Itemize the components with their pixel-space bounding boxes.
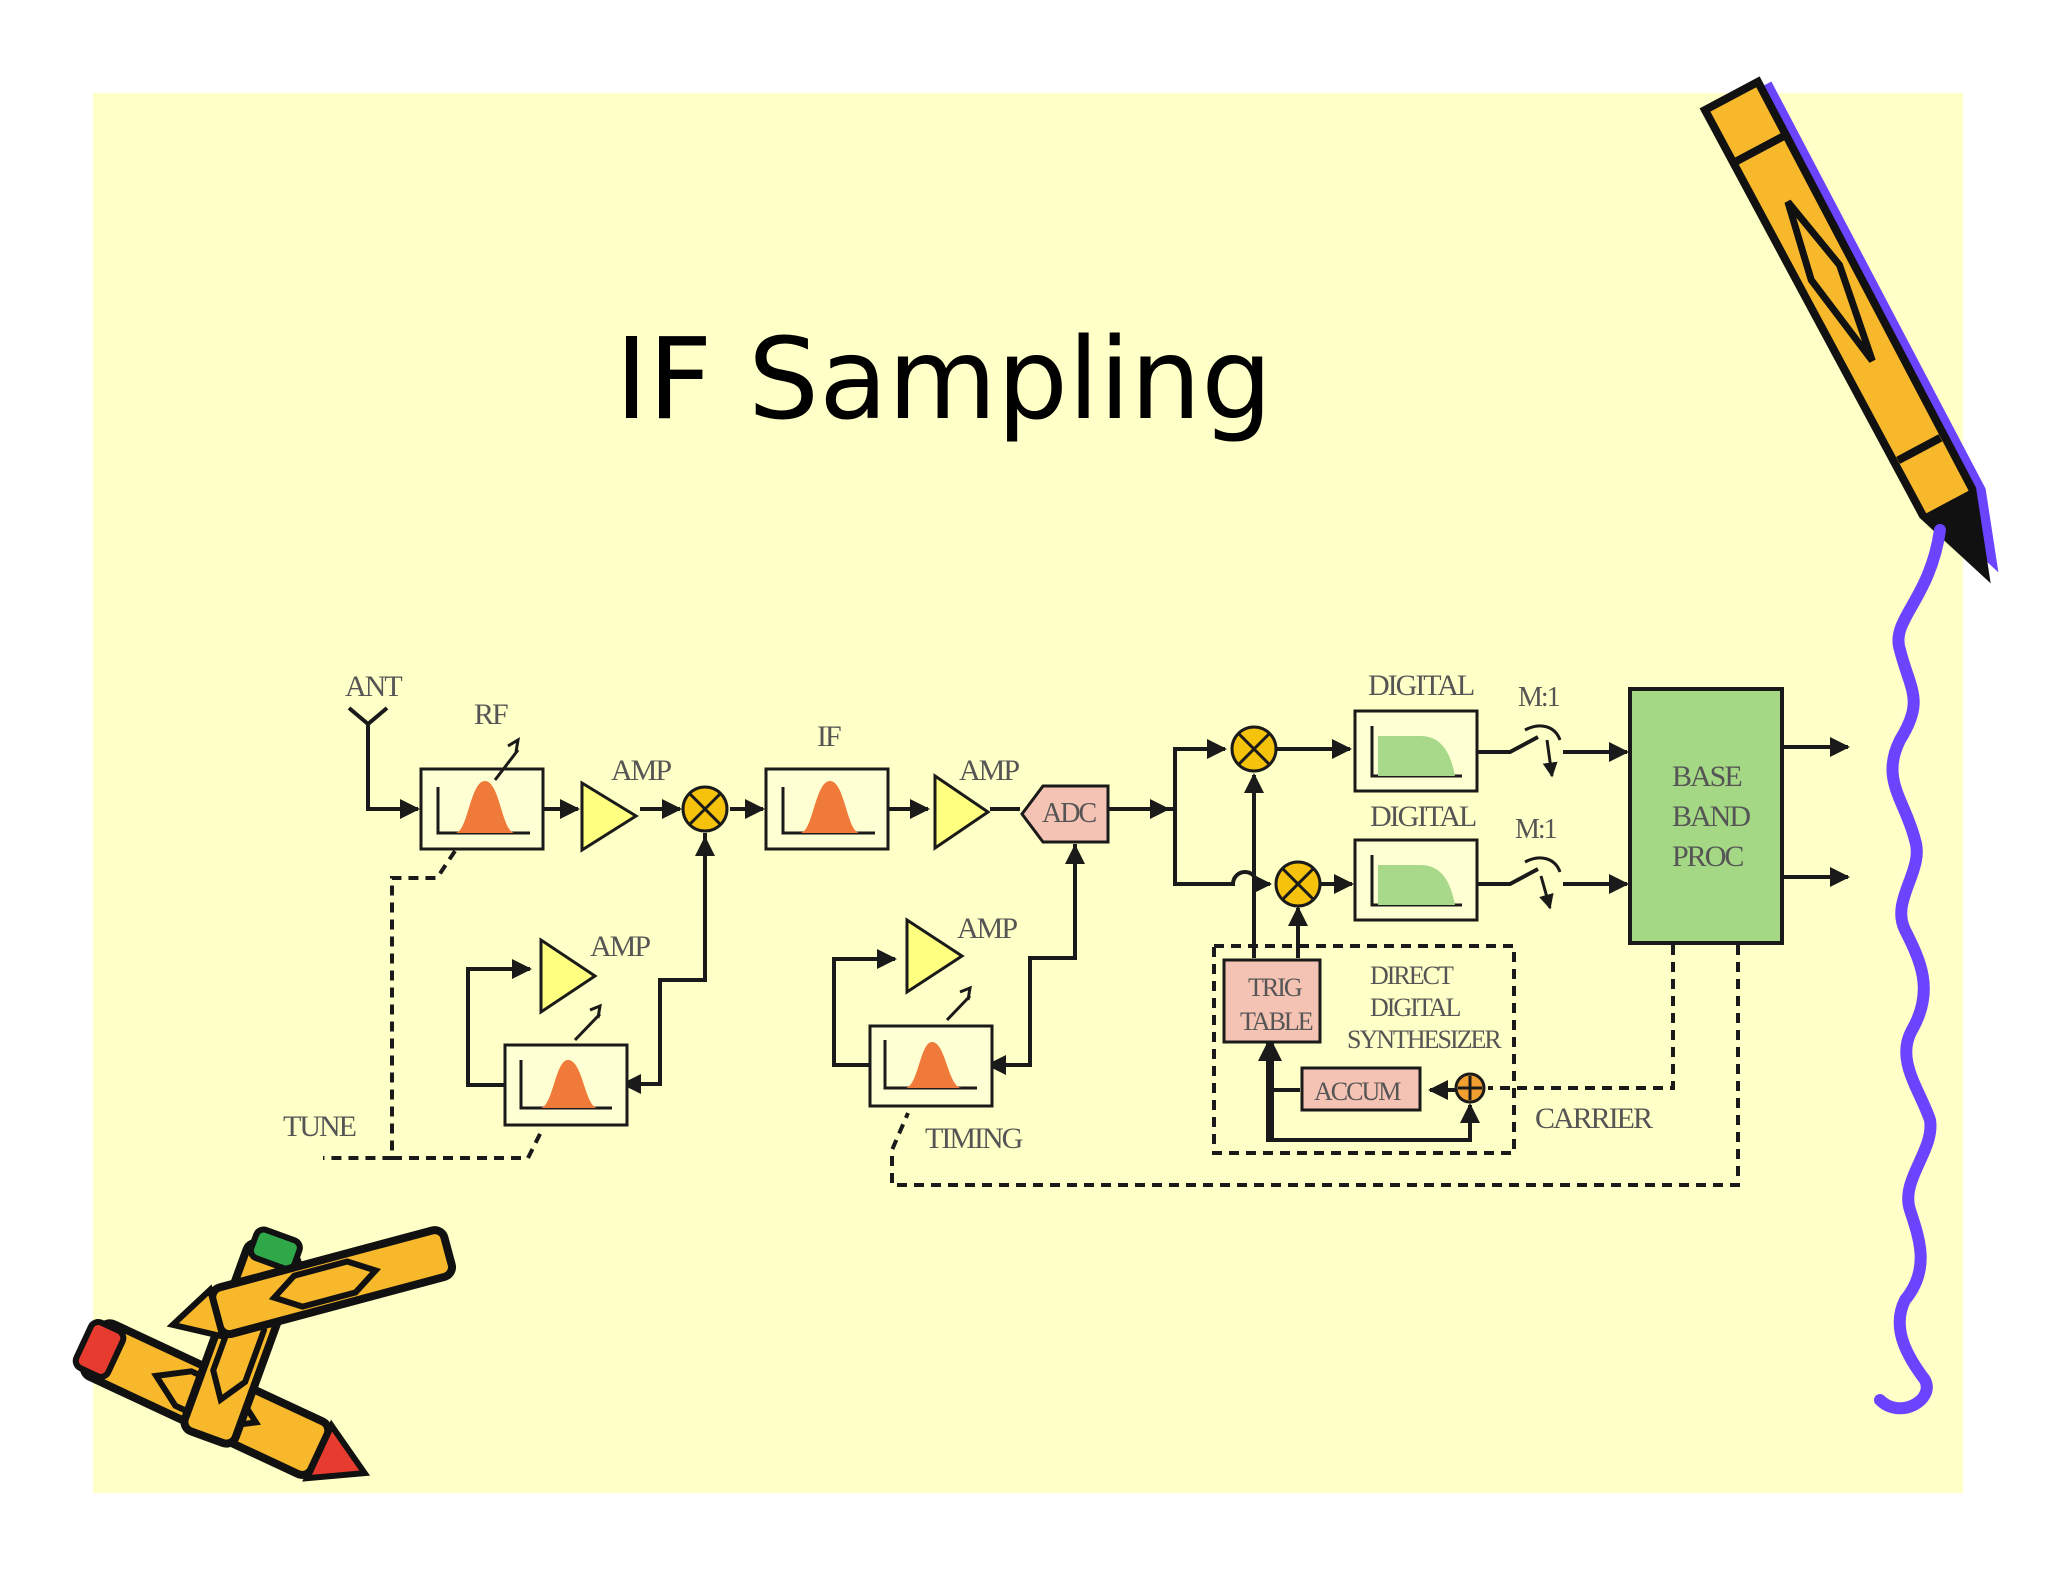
baseband-processor [1628,687,1784,945]
crayon-bottom-3-decoration [166,1226,456,1341]
accumulator [1300,1066,1422,1112]
mixer-i [1230,725,1278,773]
label-timing: TIMING [925,1122,1023,1155]
control-wiring [323,849,1740,1187]
timing-loop-filter [868,985,994,1108]
label-carrier: CARRIER [1535,1102,1653,1135]
adc-block [1020,784,1110,844]
label-if: IF [817,720,841,753]
adder [1454,1072,1486,1104]
digital-filter-1 [1353,709,1479,793]
label-digital-1: DIGITAL [1368,669,1474,702]
label-digital-2: DIGITAL [1370,800,1476,833]
label-baseband-1: BASE [1672,760,1741,793]
label-decim-2: M:1 [1515,814,1557,845]
digital-filter-2 [1353,838,1479,922]
label-dds-2: DIGITAL [1370,993,1460,1022]
mixer-1 [681,785,729,833]
pencil-top-right-decoration [1699,76,1999,584]
label-adc: ADC [1042,798,1096,829]
label-accum: ACCUM [1314,1077,1401,1106]
decimator-switch-1 [1524,724,1562,778]
amplifier-2 [933,773,991,851]
trig-table [1222,958,1322,1044]
if-filter [764,767,890,851]
label-amp-timing-loop: AMP [957,912,1017,945]
label-amp-1: AMP [611,754,671,787]
label-trig-2: TABLE [1240,1007,1313,1036]
label-baseband-3: PROC [1672,840,1743,873]
label-dds-3: SYNTHESIZER [1347,1025,1502,1054]
decimator-switch-2 [1524,856,1562,910]
amplifier-1 [580,780,639,853]
label-amp-2: AMP [959,754,1019,787]
amplifier-rf-loop [539,937,598,1015]
label-trig-1: TRIG [1248,973,1302,1002]
rf-loop-filter [503,1003,629,1127]
amplifier-timing-loop [905,917,965,995]
page-title: IF Sampling [615,315,1272,445]
label-baseband-2: BAND [1672,800,1750,833]
squiggle-decoration [1874,524,1946,1415]
label-tune: TUNE [283,1110,356,1143]
label-decim-1: M:1 [1518,682,1560,713]
mixer-q [1274,860,1322,908]
label-ant: ANT [345,670,402,703]
rf-filter [419,737,545,851]
signal-wiring [347,706,1850,1142]
label-rf: RF [474,698,508,731]
label-amp-rf-loop: AMP [590,930,650,963]
label-dds-1: DIRECT [1370,961,1454,990]
